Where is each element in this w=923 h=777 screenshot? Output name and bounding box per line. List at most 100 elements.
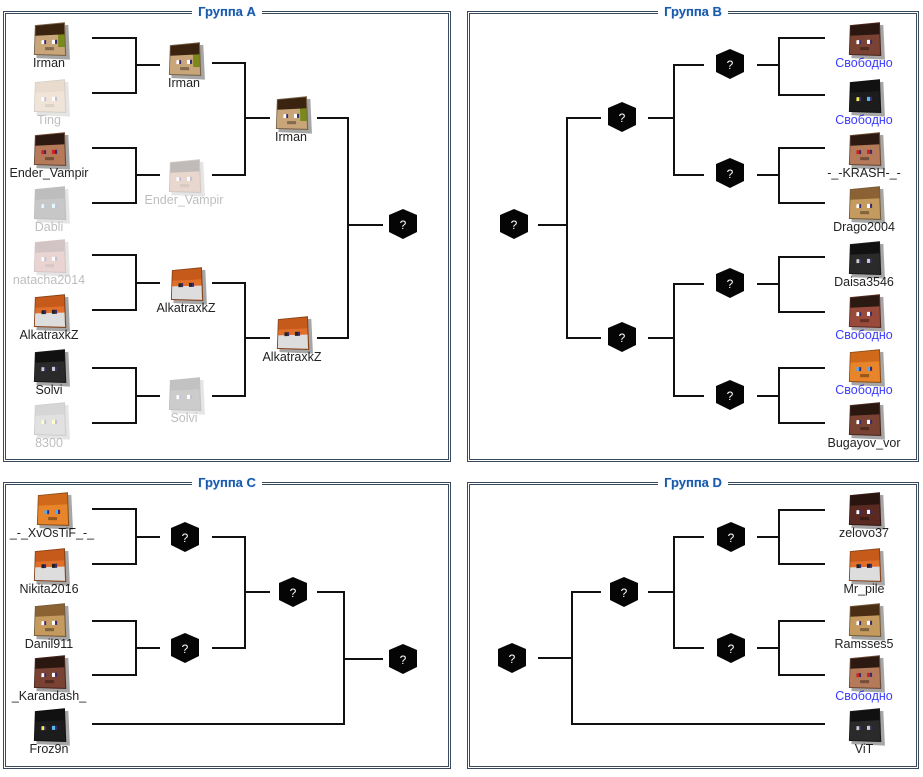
unknown-player-icon: ?: [715, 48, 745, 79]
player-name: Ender_Vampir: [9, 166, 89, 180]
player-bugayov-vor[interactable]: Bugayov_vor: [809, 402, 919, 450]
unknown-player-icon: ?: [499, 208, 529, 239]
player-head-icon: [33, 186, 67, 221]
player-name: _-_XvOsTiF_-_: [9, 526, 95, 540]
svg-text:?: ?: [290, 586, 297, 600]
player-head-icon: [848, 241, 882, 276]
player-head-icon: [33, 402, 67, 437]
player-irman-r2[interactable]: Irman: [129, 42, 239, 90]
player-slot-free[interactable]: Свободно: [809, 349, 919, 397]
player-head-icon: [33, 294, 67, 329]
player-name: Свободно: [835, 56, 893, 70]
player-head-icon: [848, 603, 882, 638]
player-name: natacha2014: [12, 273, 86, 287]
player-ramsses5[interactable]: Ramsses5: [809, 603, 919, 651]
player-name: 8300: [35, 436, 63, 450]
player-head-icon: [848, 708, 882, 743]
player-dabli[interactable]: Dabli: [0, 186, 104, 234]
player-xvostif[interactable]: _-_XvOsTiF_-_: [0, 492, 107, 540]
player-name: Свободно: [835, 689, 893, 703]
player-name: Ramsses5: [834, 637, 894, 651]
player-alkatraxkz-r3[interactable]: AlkatraxkZ: [237, 316, 347, 364]
player-ting[interactable]: Ting: [0, 79, 104, 127]
player-head-icon: [33, 708, 67, 743]
player-head-icon: [848, 132, 882, 167]
player-head-icon: [33, 239, 67, 274]
player-ender-vampir-r2[interactable]: Ender_Vampir: [129, 159, 239, 207]
player-head-icon: [33, 603, 67, 638]
player-name: Dabli: [34, 220, 64, 234]
player-alkatraxkz-r2[interactable]: AlkatraxkZ: [131, 267, 241, 315]
group-b-title: Группа B: [658, 4, 728, 19]
unknown-player-icon: ?: [716, 632, 746, 663]
player-name: Drago2004: [833, 220, 895, 234]
unknown-player-icon: ?: [278, 576, 308, 607]
player-head-icon: [168, 42, 202, 77]
player-name: Свободно: [835, 113, 893, 127]
player-name: Bugayov_vor: [827, 436, 901, 450]
player-natacha2014[interactable]: natacha2014: [0, 239, 104, 287]
player-head-icon: [170, 267, 204, 302]
svg-text:?: ?: [619, 111, 626, 125]
player-head-icon: [33, 548, 67, 583]
player-name: AlkatraxkZ: [156, 301, 216, 315]
svg-text:?: ?: [727, 389, 734, 403]
svg-text:?: ?: [727, 58, 734, 72]
player-froz9n[interactable]: Froz9n: [0, 708, 104, 756]
player-head-icon: [276, 316, 310, 351]
player-name: -_-KRASH-_-: [827, 166, 901, 180]
player-danil911[interactable]: Danil911: [0, 603, 104, 651]
player-name: Ender_Vampir: [144, 193, 224, 207]
player-head-icon: [848, 349, 882, 384]
player-vit[interactable]: ViT: [809, 708, 919, 756]
svg-text:?: ?: [511, 218, 518, 232]
player-solvi-r2[interactable]: Solvi: [129, 377, 239, 425]
player-karandash[interactable]: _Karandash_: [0, 655, 104, 703]
player-irman[interactable]: Irman: [0, 22, 104, 70]
svg-text:?: ?: [182, 642, 189, 656]
player-mr-pile[interactable]: Mr_pile: [809, 548, 919, 596]
player-slot-free[interactable]: Свободно: [809, 294, 919, 342]
player-head-icon: [33, 655, 67, 690]
svg-text:?: ?: [728, 531, 735, 545]
player-name: Daisa3546: [834, 275, 894, 289]
unknown-player-icon: ?: [388, 643, 418, 674]
player-head-icon: [33, 132, 67, 167]
player-ender-vampir[interactable]: Ender_Vampir: [0, 132, 104, 180]
svg-text:?: ?: [727, 277, 734, 291]
player-head-icon: [168, 159, 202, 194]
unknown-player-icon: ?: [497, 642, 527, 673]
player-8300[interactable]: 8300: [0, 402, 104, 450]
player-name: Solvi: [35, 383, 63, 397]
player-slot-free[interactable]: Свободно: [809, 22, 919, 70]
player-drago2004[interactable]: Drago2004: [809, 186, 919, 234]
player-name: Irman: [168, 76, 200, 90]
svg-text:?: ?: [400, 653, 407, 667]
player-name: Свободно: [835, 383, 893, 397]
player-head-icon: [848, 294, 882, 329]
player-slot-free[interactable]: Свободно: [809, 79, 919, 127]
player-nikita2016[interactable]: Nikita2016: [0, 548, 104, 596]
player-name: Свободно: [835, 328, 893, 342]
player-head-icon: [33, 79, 67, 114]
player-head-icon: [168, 377, 202, 412]
unknown-player-icon: ?: [716, 521, 746, 552]
player-krash[interactable]: -_-KRASH-_-: [809, 132, 919, 180]
group-c-title: Группа C: [192, 475, 262, 490]
player-slot-free[interactable]: Свободно: [809, 655, 919, 703]
player-head-icon: [848, 548, 882, 583]
player-solvi[interactable]: Solvi: [0, 349, 104, 397]
player-name: Irman: [33, 56, 65, 70]
player-name: _Karandash_: [11, 689, 87, 703]
player-alkatraxkz[interactable]: AlkatraxkZ: [0, 294, 104, 342]
unknown-player-icon: ?: [715, 267, 745, 298]
player-daisa3546[interactable]: Daisa3546: [809, 241, 919, 289]
group-d-title: Группа D: [658, 475, 728, 490]
svg-text:?: ?: [400, 218, 407, 232]
player-name: Irman: [275, 130, 307, 144]
player-irman-r3[interactable]: Irman: [236, 96, 346, 144]
player-head-icon: [848, 186, 882, 221]
player-head-icon: [275, 96, 309, 131]
player-zelovo37[interactable]: zelovo37: [809, 492, 919, 540]
svg-text:?: ?: [619, 331, 626, 345]
